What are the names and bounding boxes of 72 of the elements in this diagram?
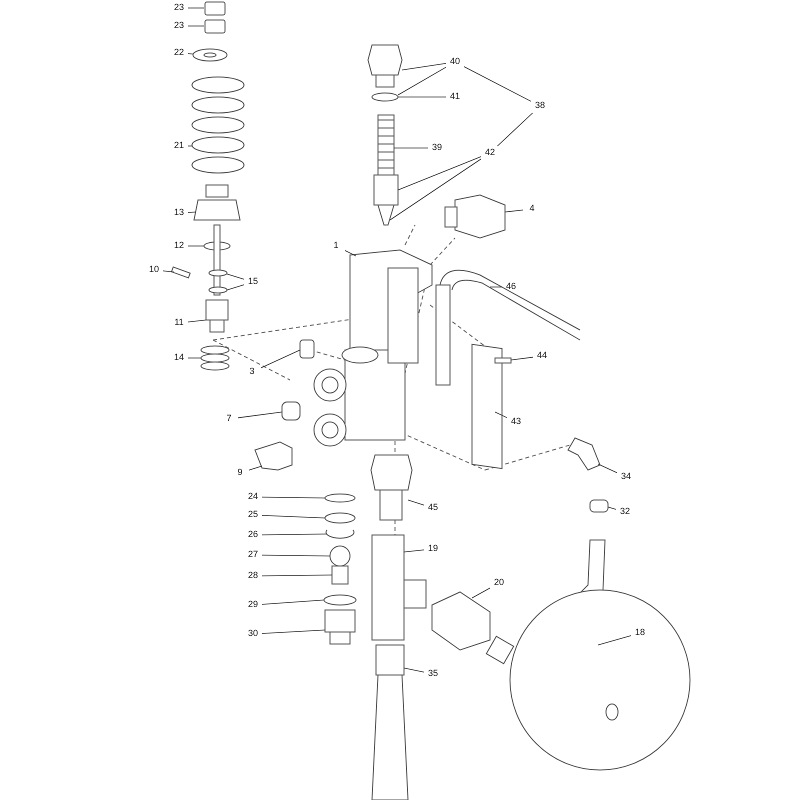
leader-line <box>398 96 446 98</box>
callout-number: 13 <box>169 207 189 219</box>
leader-line <box>262 534 328 536</box>
callout-number: 45 <box>423 502 443 514</box>
leader-line <box>248 466 262 470</box>
callout-number: 14 <box>169 352 189 364</box>
callout-number: 32 <box>615 506 635 518</box>
callout-number: 40 <box>445 56 465 68</box>
leader-line <box>238 412 282 418</box>
callout-number: 4 <box>522 203 542 215</box>
leader-line <box>598 464 618 474</box>
leader-line <box>162 270 174 272</box>
callout-number: 34 <box>616 471 636 483</box>
callout-number: 27 <box>243 549 263 561</box>
callout-number: 23 <box>169 2 189 14</box>
callout-number: 46 <box>501 281 521 293</box>
callout-number: 25 <box>243 509 263 521</box>
callout-number: 11 <box>169 317 189 329</box>
callout-number: 23 <box>169 20 189 32</box>
leader-line <box>510 356 534 360</box>
callout-number: 3 <box>242 366 262 378</box>
callout-number: 28 <box>243 570 263 582</box>
leader-line <box>188 320 206 322</box>
leader-line <box>262 574 332 576</box>
callout-number: 15 <box>243 276 263 288</box>
callout-number: 39 <box>427 142 447 154</box>
leader-line <box>226 284 244 290</box>
leader-line <box>608 506 616 510</box>
leader-line <box>188 53 194 54</box>
callout-number: 38 <box>530 100 550 112</box>
leader-line <box>490 286 502 288</box>
callout-number: 26 <box>243 529 263 541</box>
leader-line <box>398 156 482 190</box>
callout-number: 29 <box>243 599 263 611</box>
leader-line <box>262 496 326 498</box>
callout-number: 1 <box>326 240 346 252</box>
leader-line <box>262 630 326 634</box>
leader-line <box>464 66 532 102</box>
leader-line <box>494 412 508 418</box>
leader-line <box>188 212 196 213</box>
callout-number: 24 <box>243 491 263 503</box>
callout-number: 18 <box>630 627 650 639</box>
callout-number: 44 <box>532 350 552 362</box>
callout-number: 7 <box>219 413 239 425</box>
leader-line <box>408 500 424 506</box>
callout-number: 43 <box>506 416 526 428</box>
leader-line <box>472 588 490 598</box>
callout-number: 22 <box>169 47 189 59</box>
callout-number: 19 <box>423 543 443 555</box>
callout-number: 41 <box>445 91 465 103</box>
callout-number: 21 <box>169 140 189 152</box>
leader-line <box>497 112 533 146</box>
callout-number: 20 <box>489 577 509 589</box>
callout-number: 30 <box>243 628 263 640</box>
leader-line <box>390 158 482 220</box>
leader-line <box>402 63 446 70</box>
leader-line <box>226 274 244 280</box>
leader-line <box>262 600 324 605</box>
callout-number: 42 <box>480 147 500 159</box>
callout-number: 35 <box>423 668 443 680</box>
leader-line <box>344 250 356 256</box>
leader-line <box>262 515 326 518</box>
leader-line <box>404 668 424 672</box>
leader-line <box>260 350 300 368</box>
leader-line <box>598 635 632 646</box>
leader-line <box>404 550 424 552</box>
leader-line <box>262 554 330 556</box>
leader-line <box>398 66 446 96</box>
callout-number: 9 <box>230 467 250 479</box>
leader-line <box>504 210 524 212</box>
callout-number: 10 <box>144 264 164 276</box>
callout-number: 12 <box>169 240 189 252</box>
